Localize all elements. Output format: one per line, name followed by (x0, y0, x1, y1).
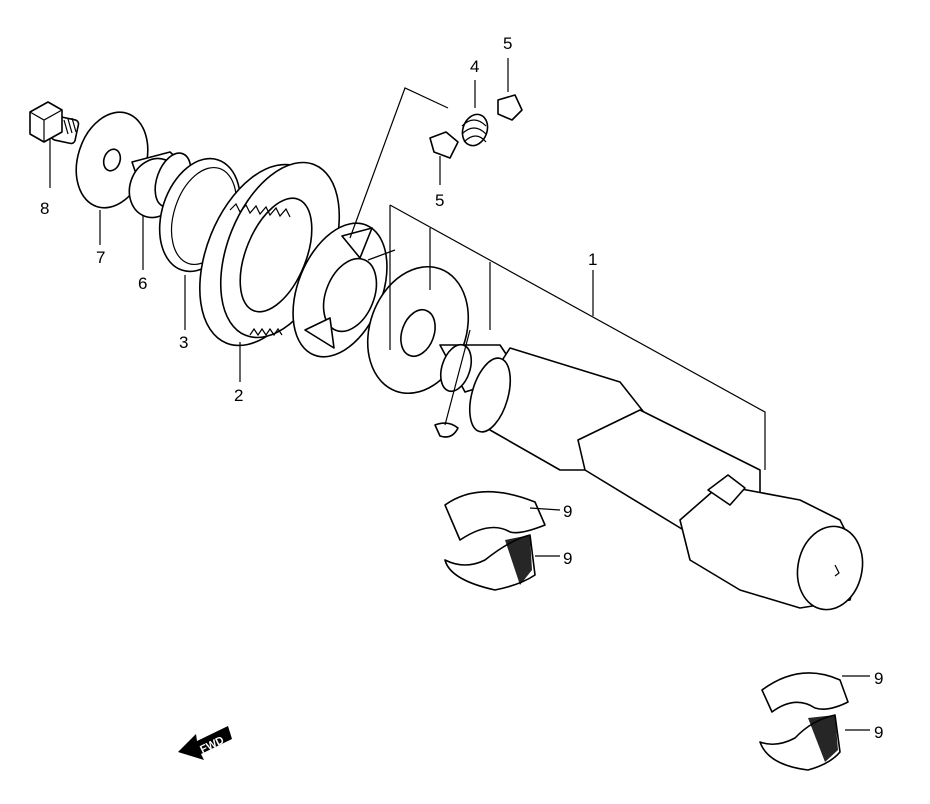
callout-shaft: 1 (588, 250, 597, 269)
bearing-set-b (759, 672, 849, 771)
cap-bottom-part (429, 131, 459, 159)
callout-washer: 7 (96, 248, 105, 267)
callout-outer-washer: 3 (179, 333, 188, 352)
callout-gear: 2 (234, 386, 243, 405)
fwd-arrow-icon: FWD (178, 726, 232, 760)
callout-bearing-b-bottom: 9 (874, 723, 883, 742)
callout-cap-bottom: 5 (435, 191, 444, 210)
bearing-set-a (444, 490, 546, 591)
callout-spring: 4 (470, 57, 479, 76)
shaft-part (434, 343, 864, 611)
leader-lines (49, 58, 870, 731)
callout-bolt: 8 (40, 199, 49, 218)
clutch-part (292, 222, 396, 358)
fwd-label: FWD (198, 734, 226, 756)
bolt-part (29, 101, 80, 145)
cap-top-part (497, 94, 523, 121)
callout-bearing-a-bottom: 9 (563, 549, 572, 568)
callout-spacer: 6 (138, 274, 147, 293)
callout-bearing-a-top: 9 (563, 502, 572, 521)
spring-part (461, 113, 489, 147)
callout-bearing-b-top: 9 (874, 669, 883, 688)
callout-cap-top: 5 (503, 34, 512, 53)
